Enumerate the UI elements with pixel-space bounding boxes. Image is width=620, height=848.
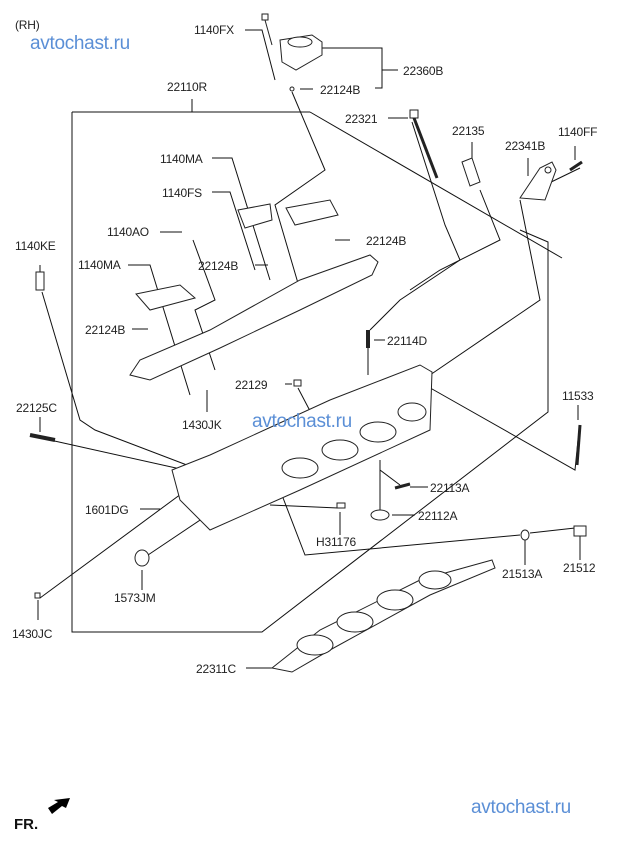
part-shapes [29,13,587,673]
front-direction-label: FR. [14,816,39,833]
part-label-1140AO[interactable]: 1140AO [107,225,149,239]
part-22311C [270,559,496,673]
side-label: (RH) [15,18,40,32]
part-label-22110R[interactable]: 22110R [167,80,207,94]
part-1140KE [35,271,45,291]
part-label-22124B[interactable]: 22124B [320,83,361,97]
watermark: avtochast.ru [252,411,352,432]
part-22112A [370,509,390,521]
part-label-1140KE[interactable]: 1140KE [15,239,56,253]
part-label-22113A[interactable]: 22113A [430,481,470,495]
watermark: avtochast.ru [471,797,571,818]
part-label-22114D[interactable]: 22114D [387,334,427,348]
part-11533 [575,424,582,466]
part-label-1140MA[interactable]: 1140MA [78,258,121,272]
watermark: avtochast.ru [30,33,130,54]
part-22321 [412,117,439,179]
part-label-22311C[interactable]: 22311C [196,662,236,676]
part-label-22125C[interactable]: 22125C [16,401,57,415]
part-label-22135[interactable]: 22135 [452,124,485,138]
part-label-1430JC[interactable]: 1430JC [12,627,53,641]
part-22113A [394,482,411,490]
part-label-1140FX[interactable]: 1140FX [194,23,234,37]
part-22125C [29,433,56,442]
part-21513A [520,529,530,541]
part-label-1573JM[interactable]: 1573JM [114,591,156,605]
part-label-22321[interactable]: 22321 [345,112,378,126]
part-21512 [573,525,587,537]
part-1573JM [134,549,150,567]
part-22135 [461,157,481,187]
front-arrow-icon [48,798,70,814]
part-label-22124B[interactable]: 22124B [366,234,407,248]
part-label-1140FS[interactable]: 1140FS [162,186,202,200]
part-22124B [289,86,295,92]
part-1140FF [569,160,583,172]
part-H31176 [336,502,346,509]
assembly-frame-22110R [71,112,549,633]
part-label-1140FF[interactable]: 1140FF [558,125,598,139]
part-1430JC [34,592,41,599]
part-label-H31176[interactable]: H31176 [316,535,356,549]
part-label-21513A[interactable]: 21513A [502,567,543,581]
part-label-22112A[interactable]: 22112A [418,509,458,523]
part-label-21512[interactable]: 21512 [563,561,596,575]
part-22129 [293,379,302,387]
part-label-22124B[interactable]: 22124B [85,323,126,337]
part-cam-carrier [129,254,379,381]
part-label-22129[interactable]: 22129 [235,378,268,392]
part-label-22341B[interactable]: 22341B [505,139,546,153]
part-label-11533[interactable]: 11533 [562,389,594,403]
leader-frame-diag [309,111,563,259]
part-label-1430JK[interactable]: 1430JK [182,418,222,432]
part-label-1601DG[interactable]: 1601DG [85,503,129,517]
part-cap-a [237,203,273,229]
part-cap-b [285,199,339,226]
part-1140FX [261,13,269,21]
part-cylinder-head-22110R [171,364,433,531]
part-label-22360B[interactable]: 22360B [403,64,444,78]
part-label-22124B[interactable]: 22124B [198,259,239,273]
part-label-1140MA[interactable]: 1140MA [160,152,203,166]
part-cap-c [135,284,197,311]
